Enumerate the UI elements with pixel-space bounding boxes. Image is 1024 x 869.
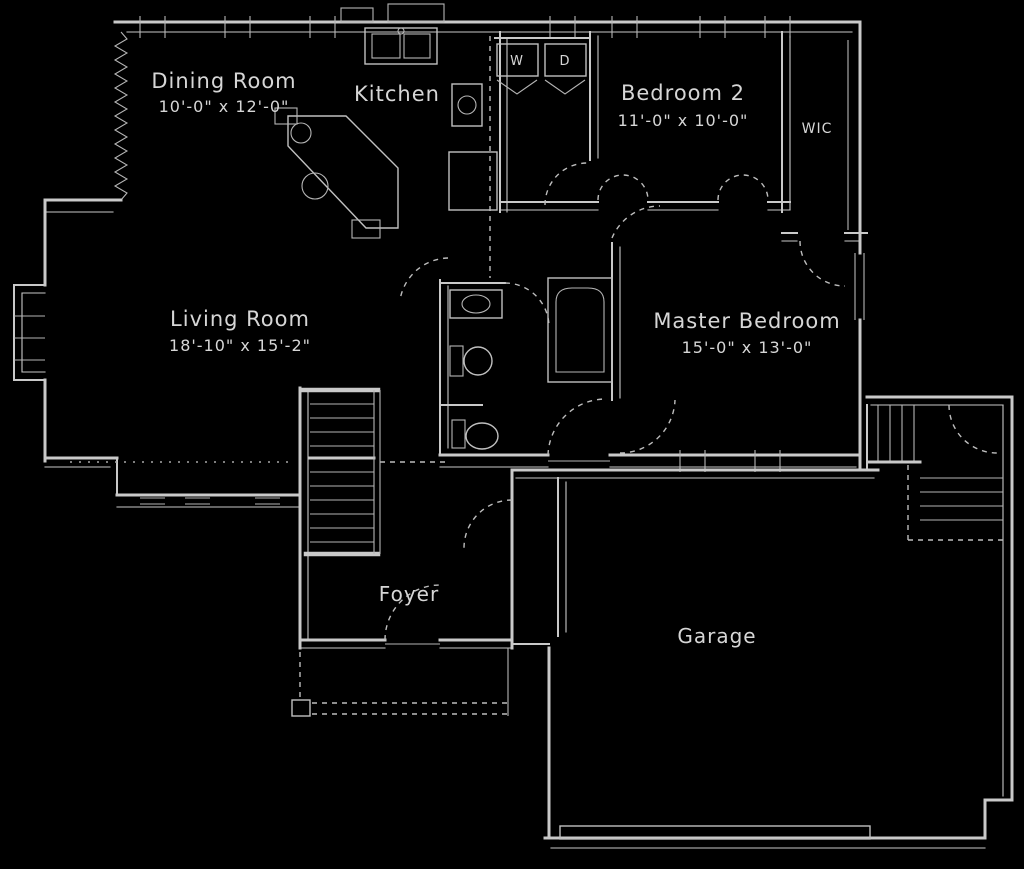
island-sink	[290, 122, 312, 144]
top-window-bump	[387, 3, 445, 23]
room-label-foyer: Foyer	[379, 582, 439, 606]
dryer-box	[544, 43, 587, 77]
vanity	[449, 289, 503, 319]
stove	[451, 83, 483, 127]
master-entry-swing	[611, 205, 661, 239]
master-door-swing	[619, 399, 676, 454]
room-label-dining: Dining Room	[151, 69, 296, 93]
porch	[291, 648, 509, 717]
window-ticks	[139, 16, 791, 38]
room-label-wic: WIC	[802, 121, 833, 137]
hall-arc	[399, 257, 449, 301]
garage-door-swing	[463, 499, 513, 549]
room-label-kitchen: Kitchen	[354, 82, 440, 106]
toilet-tank	[449, 345, 464, 377]
toilet2	[465, 422, 499, 450]
living-room-windows	[140, 497, 280, 505]
entry-steps	[866, 404, 1003, 541]
bathtub	[547, 277, 613, 383]
entry-door-swing	[948, 404, 998, 454]
washer-label: W	[510, 54, 524, 69]
room-dims-bedroom2: 11'-0" x 10'-0"	[618, 111, 749, 130]
exterior-walls	[13, 3, 865, 508]
bifold-doors	[496, 79, 586, 95]
wic-door-swing	[799, 240, 846, 287]
room-label-living: Living Room	[170, 307, 310, 331]
master-window	[854, 253, 865, 320]
garage-walls	[510, 395, 1014, 849]
room-dims-master: 15'-0" x 13'-0"	[682, 338, 813, 357]
room-label-master: Master Bedroom	[653, 309, 840, 333]
kitchen-fixtures	[274, 27, 508, 278]
stairs-main	[299, 387, 448, 557]
bath-door-swing	[504, 282, 550, 328]
front-door-swing	[384, 584, 441, 641]
garage-door	[559, 825, 871, 840]
vanity-sink	[461, 294, 491, 314]
room-label-garage: Garage	[677, 624, 756, 648]
laundry	[494, 37, 589, 95]
room-dims-living: 18'-10" x 15'-2"	[169, 336, 311, 355]
porch-post	[291, 699, 311, 717]
washer-box	[496, 43, 539, 77]
toilet	[463, 346, 493, 376]
bedroom-walls	[499, 31, 868, 456]
dryer-label: D	[559, 54, 570, 69]
toilet2-tank	[451, 419, 466, 449]
hall-door-swing	[717, 174, 769, 201]
top-window-bump	[340, 7, 374, 23]
refrigerator	[448, 151, 498, 211]
kitchen-island	[287, 115, 399, 229]
zigzag-wall	[113, 31, 129, 201]
faucet	[397, 27, 405, 35]
foyer-walls	[298, 386, 514, 650]
hall-door-swing2	[544, 162, 588, 206]
bathroom-fixtures	[399, 257, 613, 456]
bay-window	[13, 284, 46, 381]
bedroom2-door-swing	[597, 174, 649, 201]
room-dims-dining: 10'-0" x 12'-0"	[159, 97, 290, 116]
kitchen-sink	[364, 27, 438, 65]
room-label-bedroom2: Bedroom 2	[621, 81, 745, 105]
